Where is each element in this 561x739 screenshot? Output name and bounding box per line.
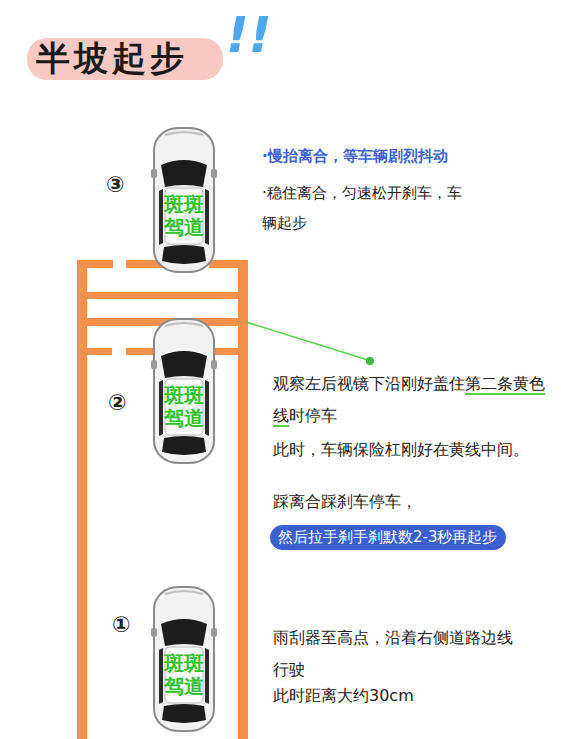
title: 半坡起步 [36,36,188,82]
car-watermark: 斑斑 驾道 [163,193,205,239]
car-node: 斑斑 驾道 [151,378,217,436]
highlight-note: 然后拉手刹手刹默数2-3秒再起步 [270,525,506,550]
step-note-group: 观察左后视镜下沿刚好盖住第二条黄色线时停车 [273,368,555,432]
step-note: 观察左后视镜下沿刚好盖住 [273,374,465,393]
step-note: ·慢抬离合，等车辆剧烈抖动 [262,147,448,166]
step-note: 雨刮器至高点，沿着右侧道路边线行驶 [273,622,523,686]
car-watermark: 斑斑 驾道 [163,384,205,430]
callout-number: ③ [106,172,125,197]
step-note: ·稳住离合，匀速松开刹车，车辆起步 [262,178,467,238]
car-node: 斑斑 驾道 [151,187,217,245]
step-note: 此时距离大约30cm [273,686,414,707]
car-watermark: 斑斑 驾道 [163,652,205,698]
car-node: 斑斑 驾道 [151,646,217,704]
callout-number: ② [108,390,127,415]
step-note: 此时，车辆保险杠刚好在黄线中间。 [273,434,555,466]
step-note: 踩离合踩刹车停车， [273,492,417,513]
callout-number: ① [112,612,131,637]
step-note: 时停车 [289,406,337,425]
exclaim: !! [226,6,272,64]
